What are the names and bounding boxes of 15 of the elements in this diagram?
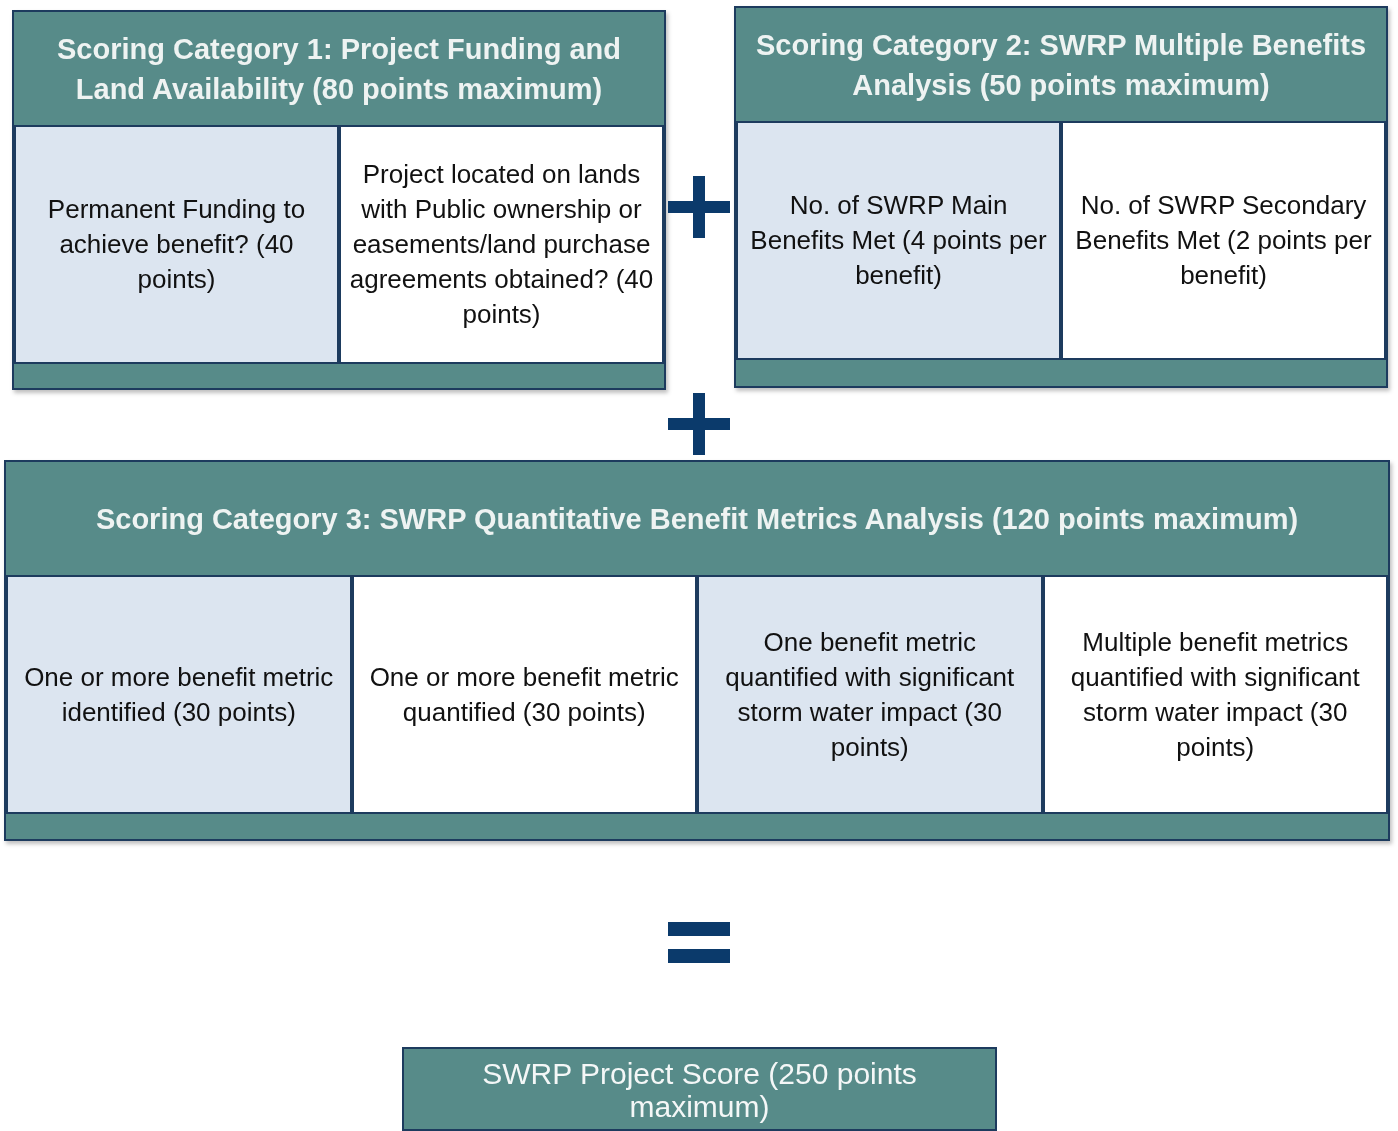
criterion-cell: No. of SWRP Secondary Benefits Met (2 points per benefit) (1061, 121, 1386, 360)
criterion-cell: No. of SWRP Main Benefits Met (4 points per benefit) (736, 121, 1061, 360)
category-panel (734, 6, 1388, 388)
criterion-cell: Project located on lands with Public ownership or easements/land purchase agreements obtained? (40 points) (339, 125, 664, 364)
category-panel (4, 460, 1390, 841)
panel-heading: Scoring Category 1: Project Funding and Land Availability (80 points maximum) (56, 31, 622, 107)
category-panel (12, 10, 666, 390)
criterion-cell: One benefit metric quantified with significant storm water impact (30 points) (697, 575, 1043, 814)
criterion-cell: One or more benefit metric identified (30 points) (6, 575, 352, 814)
score-box: SWRP Project Score (250 points maximum) (402, 1047, 997, 1131)
panel-heading: Scoring Category 3: SWRP Quantitative Benefit Metrics Analysis (120 points maximum) (94, 501, 1300, 537)
criterion-cell: Permanent Funding to achieve benefit? (40 points) (14, 125, 339, 364)
panel-heading: Scoring Category 2: SWRP Multiple Benefits Analysis (50 points maximum) (754, 27, 1368, 103)
criterion-cell: Multiple benefit metrics quantified with significant storm water impact (30 points) (1042, 575, 1388, 814)
criterion-cell: One or more benefit metric quantified (30 points) (351, 575, 697, 814)
